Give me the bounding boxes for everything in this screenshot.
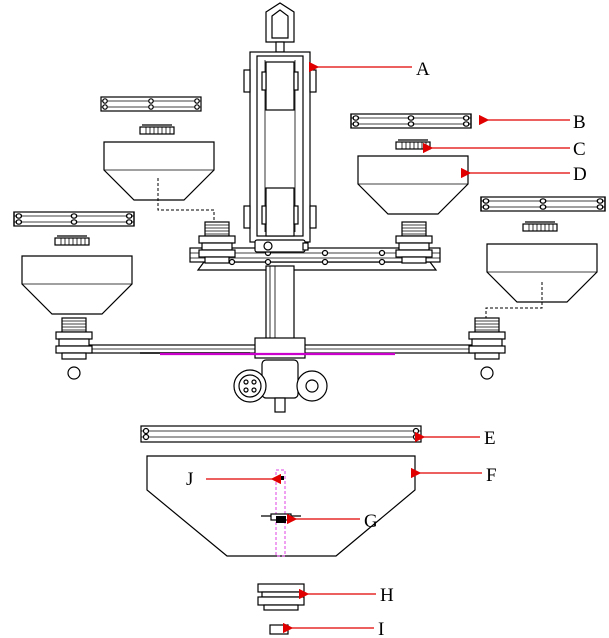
label-c: C — [573, 139, 586, 160]
label-g: G — [364, 511, 378, 532]
upper-right-collar — [395, 221, 433, 264]
block-part-i — [269, 624, 289, 635]
vertical-frame-part-a — [243, 2, 317, 243]
lower-left-collar — [55, 317, 93, 380]
label-d: D — [573, 164, 587, 185]
far-right-rail — [480, 196, 606, 212]
label-i: I — [378, 619, 384, 638]
left-middle-nut — [54, 235, 90, 246]
left-middle-hopper — [21, 255, 133, 315]
label-j: J — [186, 469, 193, 490]
top-left-nut — [139, 124, 175, 135]
top-left-rail — [100, 96, 202, 112]
collar-part-h — [257, 583, 305, 611]
top-left-hopper — [103, 141, 215, 201]
hopper-part-f — [146, 455, 416, 557]
callout-arrows: A BCD EF G HI J — [186, 59, 587, 638]
far-right-nut — [522, 221, 558, 232]
right-nut-part-c — [395, 139, 431, 150]
label-a: A — [416, 59, 430, 80]
center-hub — [233, 359, 328, 413]
label-b: B — [573, 112, 586, 133]
top-left-hopper-guide — [157, 178, 215, 222]
right-hopper-part-d — [357, 155, 469, 215]
far-right-hopper-guide — [485, 282, 543, 318]
central-column — [265, 265, 295, 341]
lower-crossbar — [87, 337, 474, 359]
label-h: H — [380, 585, 394, 606]
left-middle-rail — [13, 211, 135, 227]
label-f: F — [486, 465, 497, 486]
lower-right-collar — [468, 317, 506, 380]
right-rail-part-b — [350, 113, 472, 129]
upper-left-collar — [198, 221, 236, 264]
label-e: E — [484, 428, 496, 449]
rail-part-e — [140, 425, 422, 443]
